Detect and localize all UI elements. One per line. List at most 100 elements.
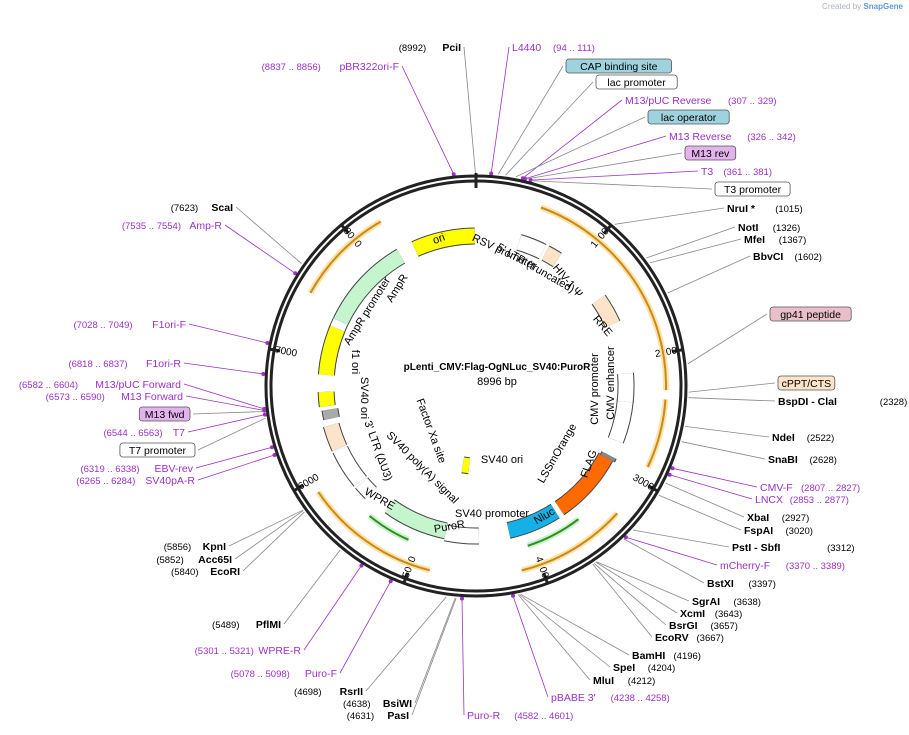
enzyme-name: BbvCI — [753, 251, 783, 263]
primer-range: (361 .. 381) — [723, 167, 772, 178]
primer-name: WPRE-R — [258, 645, 301, 657]
enzyme-name: MfeI — [744, 234, 765, 246]
leader-line — [224, 224, 296, 274]
feature-callout-cap-binding-site: CAP binding site — [565, 58, 672, 74]
enzyme-name: BsiWI — [383, 698, 412, 710]
feature-nluc — [506, 503, 560, 539]
callout-label: gp41 peptide — [780, 309, 841, 321]
leader-line — [517, 594, 591, 681]
leader-line — [593, 562, 667, 626]
enzyme-position: (4631) — [347, 711, 374, 722]
enzyme-position: (2328) — [880, 397, 907, 408]
leader-line — [463, 46, 476, 174]
primer-name: EBV-rev — [154, 463, 193, 475]
leader-line — [242, 511, 305, 572]
enzyme-name: MluI — [593, 675, 614, 687]
primer-m13-forward: M13 Forward(6573 .. 6590) — [46, 391, 184, 403]
callout-label: M13 rev — [691, 148, 730, 160]
enzyme-scai: ScaI(7623) — [171, 202, 233, 214]
feature-callout-lac-promoter: lac promoter — [595, 74, 678, 90]
primer-range: (6319 .. 6338) — [80, 464, 139, 475]
feature-body — [592, 295, 620, 328]
primer-site-marker — [623, 535, 628, 540]
feature-callout-cppt-cts: cPPT/CTS — [777, 375, 836, 391]
primer-site-marker — [667, 472, 672, 477]
primer-range: (2853 .. 2877) — [790, 495, 849, 506]
enzyme-mlui: MluI (4212) — [593, 675, 655, 687]
enzyme-position: (1326) — [773, 223, 800, 234]
enzyme-position: (3638) — [734, 597, 761, 608]
leader-line — [681, 441, 766, 460]
enzyme-bsiwi: BsiWI(4638) — [343, 698, 412, 710]
feature-body — [444, 525, 480, 544]
feature-body — [355, 478, 377, 499]
feature-cmv-promoter — [607, 398, 634, 444]
enzyme-position: (4212) — [628, 676, 655, 687]
enzyme-bamhi: BamHI(4196) — [632, 650, 701, 662]
leader-line — [632, 529, 730, 548]
leader-line — [512, 595, 549, 698]
enzyme-position: (5489) — [212, 620, 239, 631]
ruler-tick — [542, 572, 550, 585]
callout-label: M13 fwd — [145, 409, 185, 421]
feature-ampr — [332, 248, 406, 326]
orf-arc — [540, 206, 668, 391]
feature-lssmorange — [554, 452, 614, 516]
feature-callout-gp41-peptide: gp41 peptide — [769, 306, 852, 322]
watermark-created-by: Created by — [822, 2, 862, 11]
feature-body — [411, 228, 476, 256]
primer-site-marker — [388, 579, 393, 584]
feature-body — [318, 391, 335, 408]
leader-line — [519, 594, 611, 668]
callout-box — [595, 74, 678, 90]
primer-site-marker — [262, 412, 267, 417]
enzyme-name: NruI * — [727, 203, 756, 215]
leader-line — [461, 598, 465, 716]
primer-site-marker — [270, 445, 274, 450]
enzyme-xcmi: XcmI(3643) — [680, 608, 742, 620]
primer-range: (94 .. 111) — [553, 43, 595, 54]
leader-line — [522, 99, 623, 179]
enzyme-name: RsrII — [340, 686, 363, 698]
callout-label: lac promoter — [607, 77, 666, 89]
enzyme-name: BamHI — [632, 650, 665, 662]
leader-line — [595, 561, 678, 614]
primer-range: (6544 .. 6563) — [103, 428, 162, 439]
orf-arcs — [307, 204, 670, 574]
callout-box — [714, 181, 791, 197]
enzyme-sgrai: SgrAI(3638) — [692, 596, 761, 608]
primer-range: (5301 .. 5321) — [195, 646, 254, 657]
feature-sv40-ori — [317, 391, 336, 408]
leader-line — [490, 46, 510, 174]
feature-wpre — [355, 477, 377, 500]
feature-label-sv40-poly-a-signal: SV40 poly(A) signal — [384, 429, 461, 506]
feature-label-sv40-ori: SV40 ori — [358, 377, 370, 419]
enzyme-name: BstXI — [707, 578, 734, 590]
primer-ebv-rev: EBV-rev (6319 .. 6338) — [80, 463, 193, 475]
feature-f1-ori — [317, 325, 346, 376]
ruler-tick — [647, 484, 660, 493]
primer-m13-puc-reverse: M13/pUC Reverse(307 .. 329) — [625, 95, 777, 107]
primer-name: mCherry-F — [720, 560, 770, 572]
enzyme-position: (4204) — [648, 663, 675, 674]
leader-line — [614, 207, 725, 225]
leader-line — [235, 206, 302, 265]
feature-puror — [384, 499, 448, 540]
feature-rre — [591, 294, 621, 328]
feature-label-3-ltr-u3: 3' LTR (ΔU3) — [361, 419, 394, 482]
primer-range: (8837 .. 8856) — [262, 62, 321, 73]
leader-line — [646, 226, 736, 259]
enzyme-position: (3643) — [715, 609, 742, 620]
primer-name: SV40pA-R — [145, 475, 195, 487]
feature-callout-m13-rev: M13 rev — [684, 145, 737, 161]
enzyme-spei: SpeI(4204) — [613, 662, 675, 674]
plasmid-length: 8996 bp — [477, 376, 517, 388]
feature-arrows — [317, 227, 635, 545]
leader-line — [185, 395, 265, 411]
feature-label-lssmorange: LSSmOrange — [536, 422, 580, 486]
leader-line — [192, 411, 265, 415]
enzyme-position: (4698) — [294, 687, 321, 698]
callout-box — [769, 306, 852, 322]
feature-body — [385, 500, 448, 539]
leader-line — [672, 467, 758, 488]
